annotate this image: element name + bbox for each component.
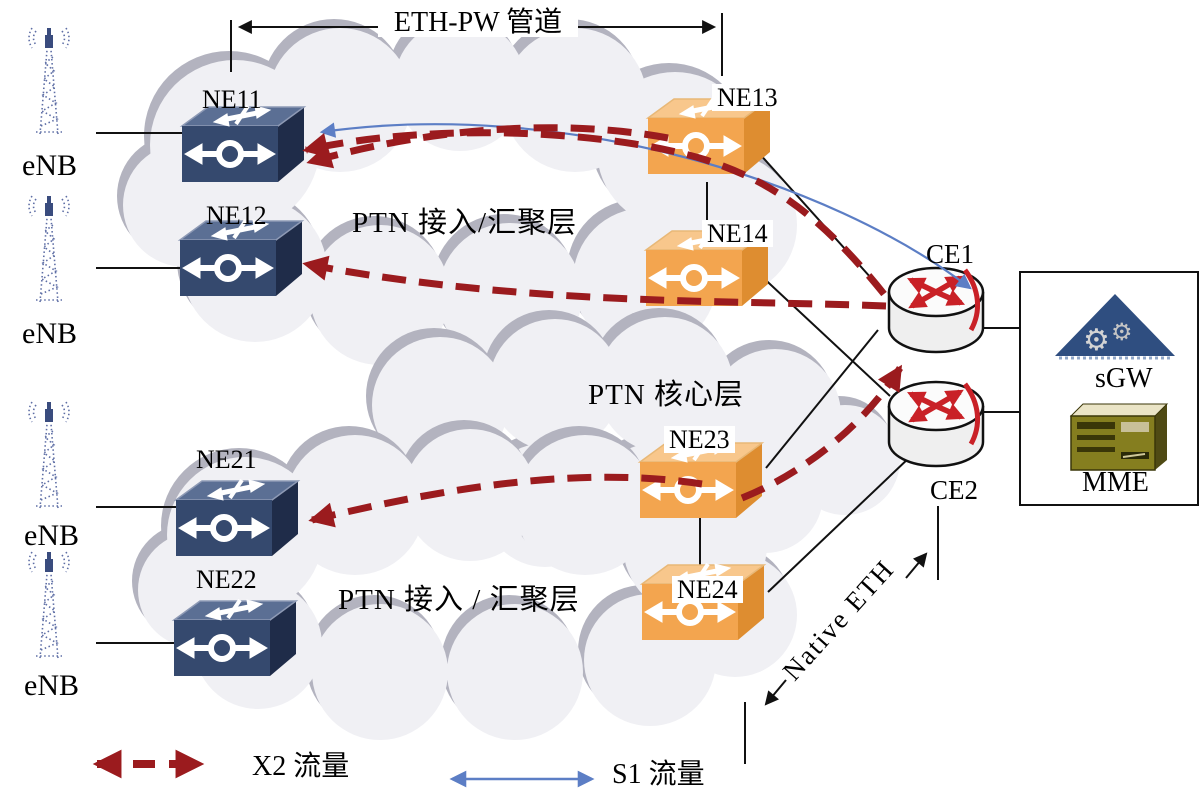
mme-label: MME [1082, 467, 1149, 498]
ce1-router-icon [889, 268, 983, 352]
bottom-access-cloud-label: PTN 接入 / 汇聚层 [338, 584, 580, 616]
enb-tower-icon [28, 27, 70, 135]
link-ne23-ce1 [765, 329, 879, 469]
ne22-label: NE22 [196, 565, 257, 594]
ne12-label: NE12 [206, 201, 267, 230]
ne22-icon [174, 600, 296, 676]
legend-s1-label: S1 流量 [612, 759, 705, 790]
ne12-icon [180, 220, 302, 296]
eth-pw-label: ETH-PW 管道 [378, 8, 578, 37]
enb4-label: eNB [24, 669, 79, 702]
x2-traffic-paths [302, 124, 903, 528]
enb1-label: eNB [22, 149, 77, 182]
ne21-icon [176, 480, 298, 556]
legend-symbols [92, 749, 595, 788]
ne14-label: NE14 [702, 220, 773, 247]
enb3-label: eNB [24, 519, 79, 552]
ne13-label: NE13 [712, 84, 783, 111]
top-access-cloud [117, 10, 797, 367]
enb-tower-icon [28, 195, 70, 303]
ne11-icon [182, 106, 304, 182]
ce2-label: CE2 [930, 475, 979, 505]
legend-x2-label: X2 流量 [252, 751, 350, 782]
link-ne14-ce2 [756, 271, 891, 397]
s1-traffic-path [319, 122, 972, 290]
top-access-cloud-label: PTN 接入/汇聚层 [352, 207, 578, 239]
x2-path-ne13-ne11 [306, 124, 669, 169]
ce1-label: CE1 [926, 239, 975, 269]
ce2-router-icon [889, 382, 983, 466]
core-cloud-label: PTN 核心层 [588, 379, 745, 411]
x2-path-ne23-ne21 [308, 473, 703, 528]
mme-icon [1070, 403, 1168, 471]
link-ne24-ce2 [767, 455, 912, 593]
enb2-label: eNB [22, 317, 77, 350]
ne24-label: NE24 [672, 576, 743, 603]
ne11-label: NE11 [202, 85, 262, 114]
sgw-label: sGW [1095, 363, 1153, 394]
native-eth-annotation [744, 506, 939, 764]
enb-tower-icon [28, 551, 70, 659]
enb-tower-icon [28, 401, 70, 509]
ne23-label: NE23 [664, 426, 735, 453]
x2-path-ce1-ne12 [302, 255, 887, 310]
ne21-label: NE21 [196, 445, 257, 474]
